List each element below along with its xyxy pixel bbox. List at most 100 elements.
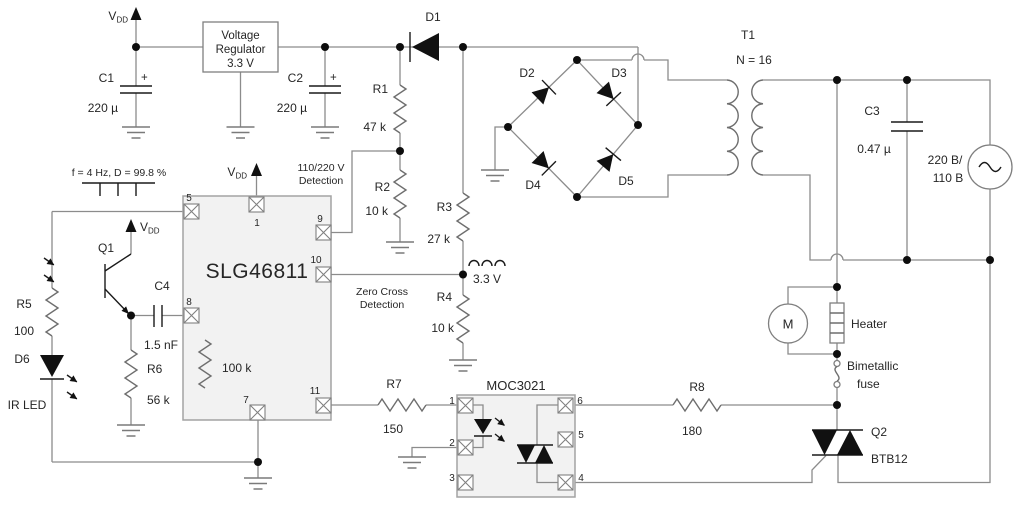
ic-pin8-label: 8	[186, 297, 192, 308]
ic-internal-resistor-value: 100 k	[222, 361, 252, 375]
r3-ref: R3	[437, 200, 453, 214]
zero-cross-line1: Zero Cross	[356, 286, 408, 298]
diode-d4-symbol	[531, 151, 557, 176]
ic-internal-resistor: 100 k	[197, 339, 252, 389]
motor: M	[767, 303, 809, 344]
vdd-label-q1: VDD	[140, 220, 160, 236]
c1-plus: +	[141, 72, 148, 84]
q1-ref: Q1	[98, 241, 114, 255]
optocoupler-moc3021: MOC3021 1 2 3 6 5 4	[449, 378, 584, 498]
ic-pin9-label: 9	[317, 214, 323, 225]
opto-name: MOC3021	[486, 378, 545, 393]
opto-pin3-label: 3	[449, 473, 455, 484]
pwm-waveform-icon	[82, 182, 155, 196]
r3-value: 27 k	[427, 232, 451, 246]
r4-ref: R4	[437, 290, 453, 304]
voltage-detect-line2: Detection	[299, 175, 344, 187]
r2-value: 10 k	[365, 204, 389, 218]
regulator-line2: Regulator	[216, 44, 266, 56]
ac-voltage-line1: 220 B/	[928, 153, 963, 167]
r6-ref: R6	[147, 362, 163, 376]
light-arrow-icon	[64, 371, 80, 386]
t1-ref: T1	[741, 28, 755, 42]
q2-ref: Q2	[871, 425, 887, 439]
diode-d3-symbol	[596, 81, 622, 107]
r6-value: 56 k	[147, 393, 171, 407]
opto-pin6-label: 6	[577, 396, 583, 407]
ir-led-d6: D6 IR LED	[8, 352, 80, 412]
resistor-r4: R4 10 k	[431, 290, 471, 344]
r1-ref: R1	[373, 82, 389, 96]
ac-source: 220 B/ 110 B	[928, 144, 1013, 190]
diode-d1: D1	[409, 10, 441, 62]
ic-pin11-label: 11	[310, 386, 321, 397]
c3-value: 0.47 µ	[857, 142, 891, 156]
ic-pin10-label: 10	[310, 255, 322, 266]
r2-ref: R2	[375, 180, 391, 194]
regulator-line3: 3.3 V	[227, 58, 254, 70]
c2-value: 220 µ	[277, 101, 307, 115]
c1-value: 220 µ	[88, 101, 118, 115]
vdd-label-pin1: VDD	[227, 165, 247, 181]
regulator-line1: Voltage	[221, 30, 259, 42]
capacitor-c1: C1 + 220 µ	[88, 71, 152, 115]
ac-voltage-line2: 110 B	[933, 171, 963, 185]
heater-label: Heater	[851, 317, 887, 331]
triac-q2: Q2 BTB12	[812, 425, 908, 466]
ic-pin1-label: 1	[254, 218, 260, 229]
r5-ref: R5	[16, 297, 32, 311]
phototransistor-q1: Q1	[41, 219, 137, 314]
c1-ref: C1	[99, 71, 115, 85]
resistor-r8: R8 180	[672, 380, 722, 438]
resistor-r1: R1 47 k	[363, 82, 408, 134]
t1-ratio: N = 16	[736, 53, 772, 67]
capacitor-c3: C3 0.47 µ	[857, 104, 923, 156]
d6-ref: D6	[14, 352, 30, 366]
q2-part: BTB12	[871, 452, 908, 466]
r7-ref: R7	[386, 377, 402, 391]
r4-value: 10 k	[431, 321, 455, 335]
heater: Heater	[829, 302, 887, 344]
rail-voltage-label: 3.3 V	[473, 272, 501, 286]
junction-dots	[127, 43, 994, 466]
sine-wave-icon	[978, 161, 1002, 173]
r1-value: 47 k	[363, 120, 387, 134]
resistor-r7: R7 150	[377, 377, 427, 436]
ic-pin5-label: 5	[186, 193, 192, 204]
bimetallic-fuse: Bimetallic fuse	[833, 359, 898, 391]
c2-ref: C2	[288, 71, 304, 85]
fuse-label-line1: Bimetallic	[847, 359, 898, 373]
opto-pin4-label: 4	[578, 473, 584, 484]
resistor-r5: R5 100	[14, 287, 60, 338]
d6-type: IR LED	[8, 398, 47, 412]
c2-plus: +	[330, 72, 337, 84]
resistor-r3: R3 27 k	[427, 192, 471, 246]
r5-value: 100	[14, 324, 34, 338]
transformer-t1: T1 N = 16	[726, 28, 772, 176]
c4-value: 1.5 nF	[144, 338, 178, 352]
resistor-r2: R2 10 k	[365, 169, 408, 219]
fuse-label-line2: fuse	[857, 377, 880, 391]
light-arrow-icon	[41, 254, 57, 269]
d2-ref: D2	[519, 66, 535, 80]
vdd-arrow-main	[130, 7, 142, 20]
capacitor-c4: C4 1.5 nF	[144, 279, 178, 352]
opto-pin5-label: 5	[578, 430, 584, 441]
pwm-label: f = 4 Hz, D = 99.8 %	[72, 167, 167, 179]
wires	[51, 20, 991, 484]
d1-ref: D1	[425, 10, 441, 24]
diode-d5-symbol	[596, 147, 622, 172]
ic-pin7-label: 7	[243, 395, 249, 406]
ic-slg46811: SLG46811 5 1 9 10 11 7 8 100 k	[182, 193, 332, 421]
r7-value: 150	[383, 422, 403, 436]
r8-ref: R8	[689, 380, 705, 394]
d5-ref: D5	[618, 174, 634, 188]
capacitor-c2: C2 + 220 µ	[277, 71, 341, 115]
vdd-arrow-pin1	[251, 163, 262, 176]
opto-pin1-label: 1	[449, 396, 455, 407]
diode-d2-symbol	[531, 79, 557, 105]
d4-ref: D4	[525, 178, 541, 192]
vdd-label-main: VDD	[108, 9, 128, 25]
